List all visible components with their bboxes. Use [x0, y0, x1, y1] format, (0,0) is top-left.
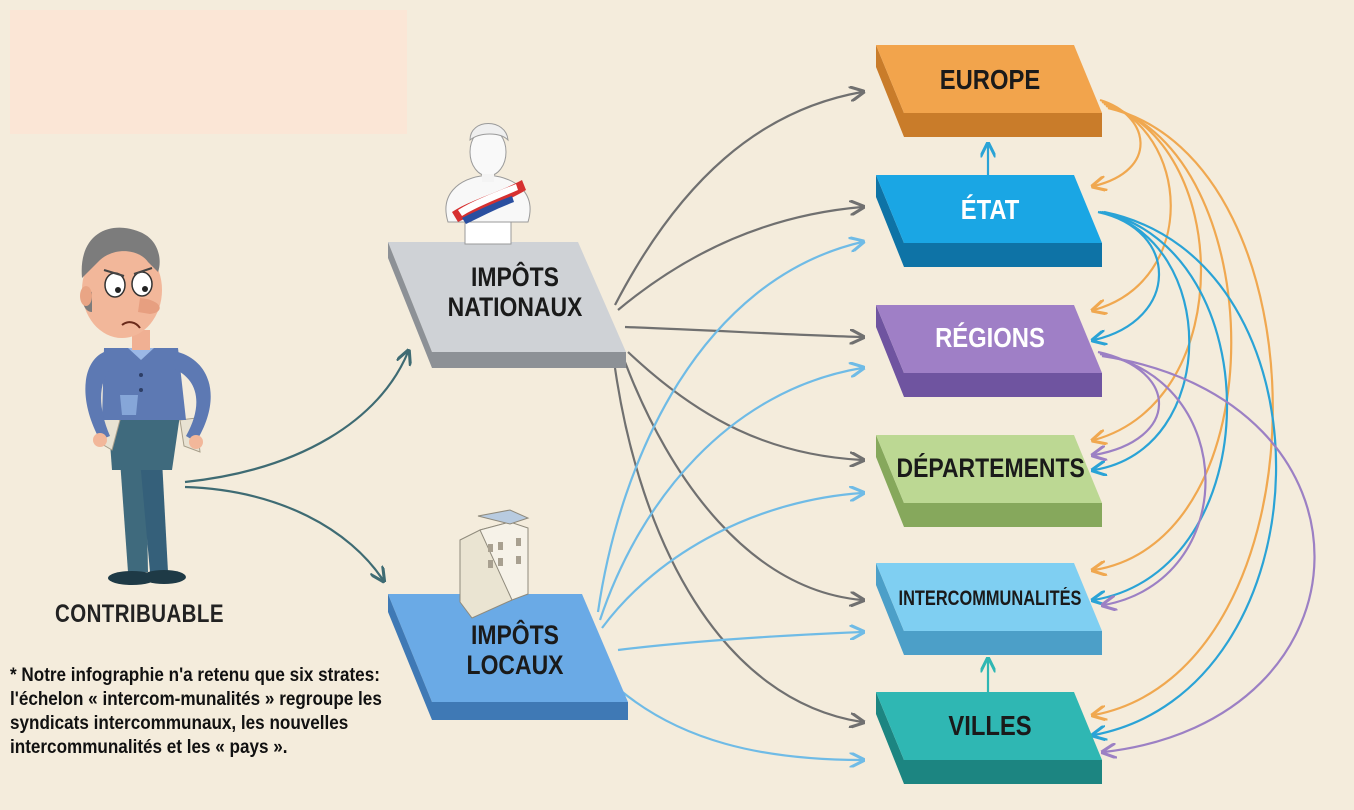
stratum-villes: [876, 692, 1102, 784]
stratum-departements-front: [904, 503, 1102, 527]
arrow-taxpayer-to-locaux: [184, 485, 383, 580]
stratum-villes-front: [904, 760, 1102, 784]
stratum-regions-label: RÉGIONS: [935, 322, 1045, 353]
stratum-regions-top: [876, 305, 1102, 373]
arrow-etat-to-intercommunalites: [1094, 210, 1229, 600]
arrow-europe-to-regions: [1094, 100, 1172, 310]
arrow-taxpayer-to-nationaux: [184, 352, 408, 484]
stratum-intercommunalites-top: [876, 563, 1102, 631]
arrow-nationaux-to-europe: [614, 92, 862, 306]
stratum-villes-label: VILLES: [948, 710, 1032, 741]
arrow-nationaux-to-etat: [617, 207, 862, 311]
stratum-europe-top: [876, 45, 1102, 113]
stratum-departements: [876, 435, 1102, 527]
stratum-villes-top: [876, 692, 1102, 760]
stratum-europe-front: [904, 113, 1102, 137]
source-nationaux-line1: IMPÔTS: [470, 262, 559, 292]
stratum-departements-side: [876, 435, 904, 527]
arrow-locaux-to-etat: [596, 242, 862, 613]
taxpayer-label: CONTRIBUABLE: [55, 600, 224, 628]
stratum-departements-label: DÉPARTEMENTS: [896, 453, 1085, 483]
arrow-regions-to-villes: [1102, 354, 1316, 752]
stratum-regions: [876, 305, 1102, 397]
locaux-front: [432, 702, 628, 720]
arrow-nationaux-to-villes: [613, 367, 862, 722]
stratum-etat-top: [876, 175, 1102, 243]
arrow-locaux-to-villes: [619, 689, 862, 760]
strata-layer: [876, 45, 1102, 784]
arrow-europe-to-departements: [1094, 102, 1203, 440]
stratum-europe: [876, 45, 1102, 137]
footnote: * Notre infographie n'a retenu que six s…: [10, 665, 382, 758]
stratum-europe-side: [876, 45, 904, 137]
stratum-villes-side: [876, 692, 904, 784]
stratum-europe-label: EUROPE: [939, 64, 1041, 95]
stratum-etat-side: [876, 175, 904, 267]
locaux-top: [388, 594, 628, 702]
source-locaux-line2: LOCAUX: [466, 650, 564, 680]
arrow-nationaux-to-departements: [627, 351, 862, 460]
building-icon: [459, 509, 530, 619]
nationaux-front: [432, 352, 626, 368]
arrow-etat-to-departements: [1094, 210, 1191, 470]
arrow-europe-to-intercommunalites: [1094, 104, 1233, 570]
nationaux-top: [388, 242, 626, 352]
marianne-bust-icon: [445, 123, 531, 245]
arrow-nationaux-to-regions: [624, 325, 862, 337]
source-nationaux-line2: NATIONAUX: [447, 292, 583, 322]
stratum-intercommunalites: [876, 563, 1102, 655]
stratum-etat-front: [904, 243, 1102, 267]
arrow-locaux-to-regions: [598, 368, 862, 621]
arrows-layer: [184, 92, 1316, 760]
blank-note-box: [10, 10, 407, 134]
source-locaux-label: IMPÔTS LOCAUX: [443, 620, 588, 680]
stratum-intercommunalites-label: INTERCOMMUNALITÉS: [898, 587, 1082, 610]
arrow-europe-to-villes: [1094, 106, 1274, 715]
stratum-departements-top: [876, 435, 1102, 503]
arrow-regions-to-intercommunalites: [1100, 352, 1207, 605]
arrow-locaux-to-departements: [601, 493, 862, 629]
locaux-side: [388, 594, 432, 720]
arrow-locaux-to-intercommunalites: [617, 632, 862, 652]
arrow-nationaux-to-intercommunalites: [623, 361, 862, 600]
stratum-etat: [876, 175, 1102, 267]
stratum-intercommunalites-front: [904, 631, 1102, 655]
stratum-regions-side: [876, 305, 904, 397]
source-nationaux-label: IMPÔTS NATIONAUX: [443, 262, 588, 322]
taxpayer-figure-icon: [80, 227, 211, 585]
stratum-regions-front: [904, 373, 1102, 397]
stratum-intercommunalites-side: [876, 563, 904, 655]
source-locaux-line1: IMPÔTS: [470, 620, 559, 650]
arrow-etat-to-villes: [1094, 210, 1278, 735]
nationaux-side: [388, 242, 432, 368]
source-locaux: [388, 509, 628, 720]
stratum-etat-label: ÉTAT: [960, 194, 1020, 225]
source-nationaux: [388, 123, 626, 368]
